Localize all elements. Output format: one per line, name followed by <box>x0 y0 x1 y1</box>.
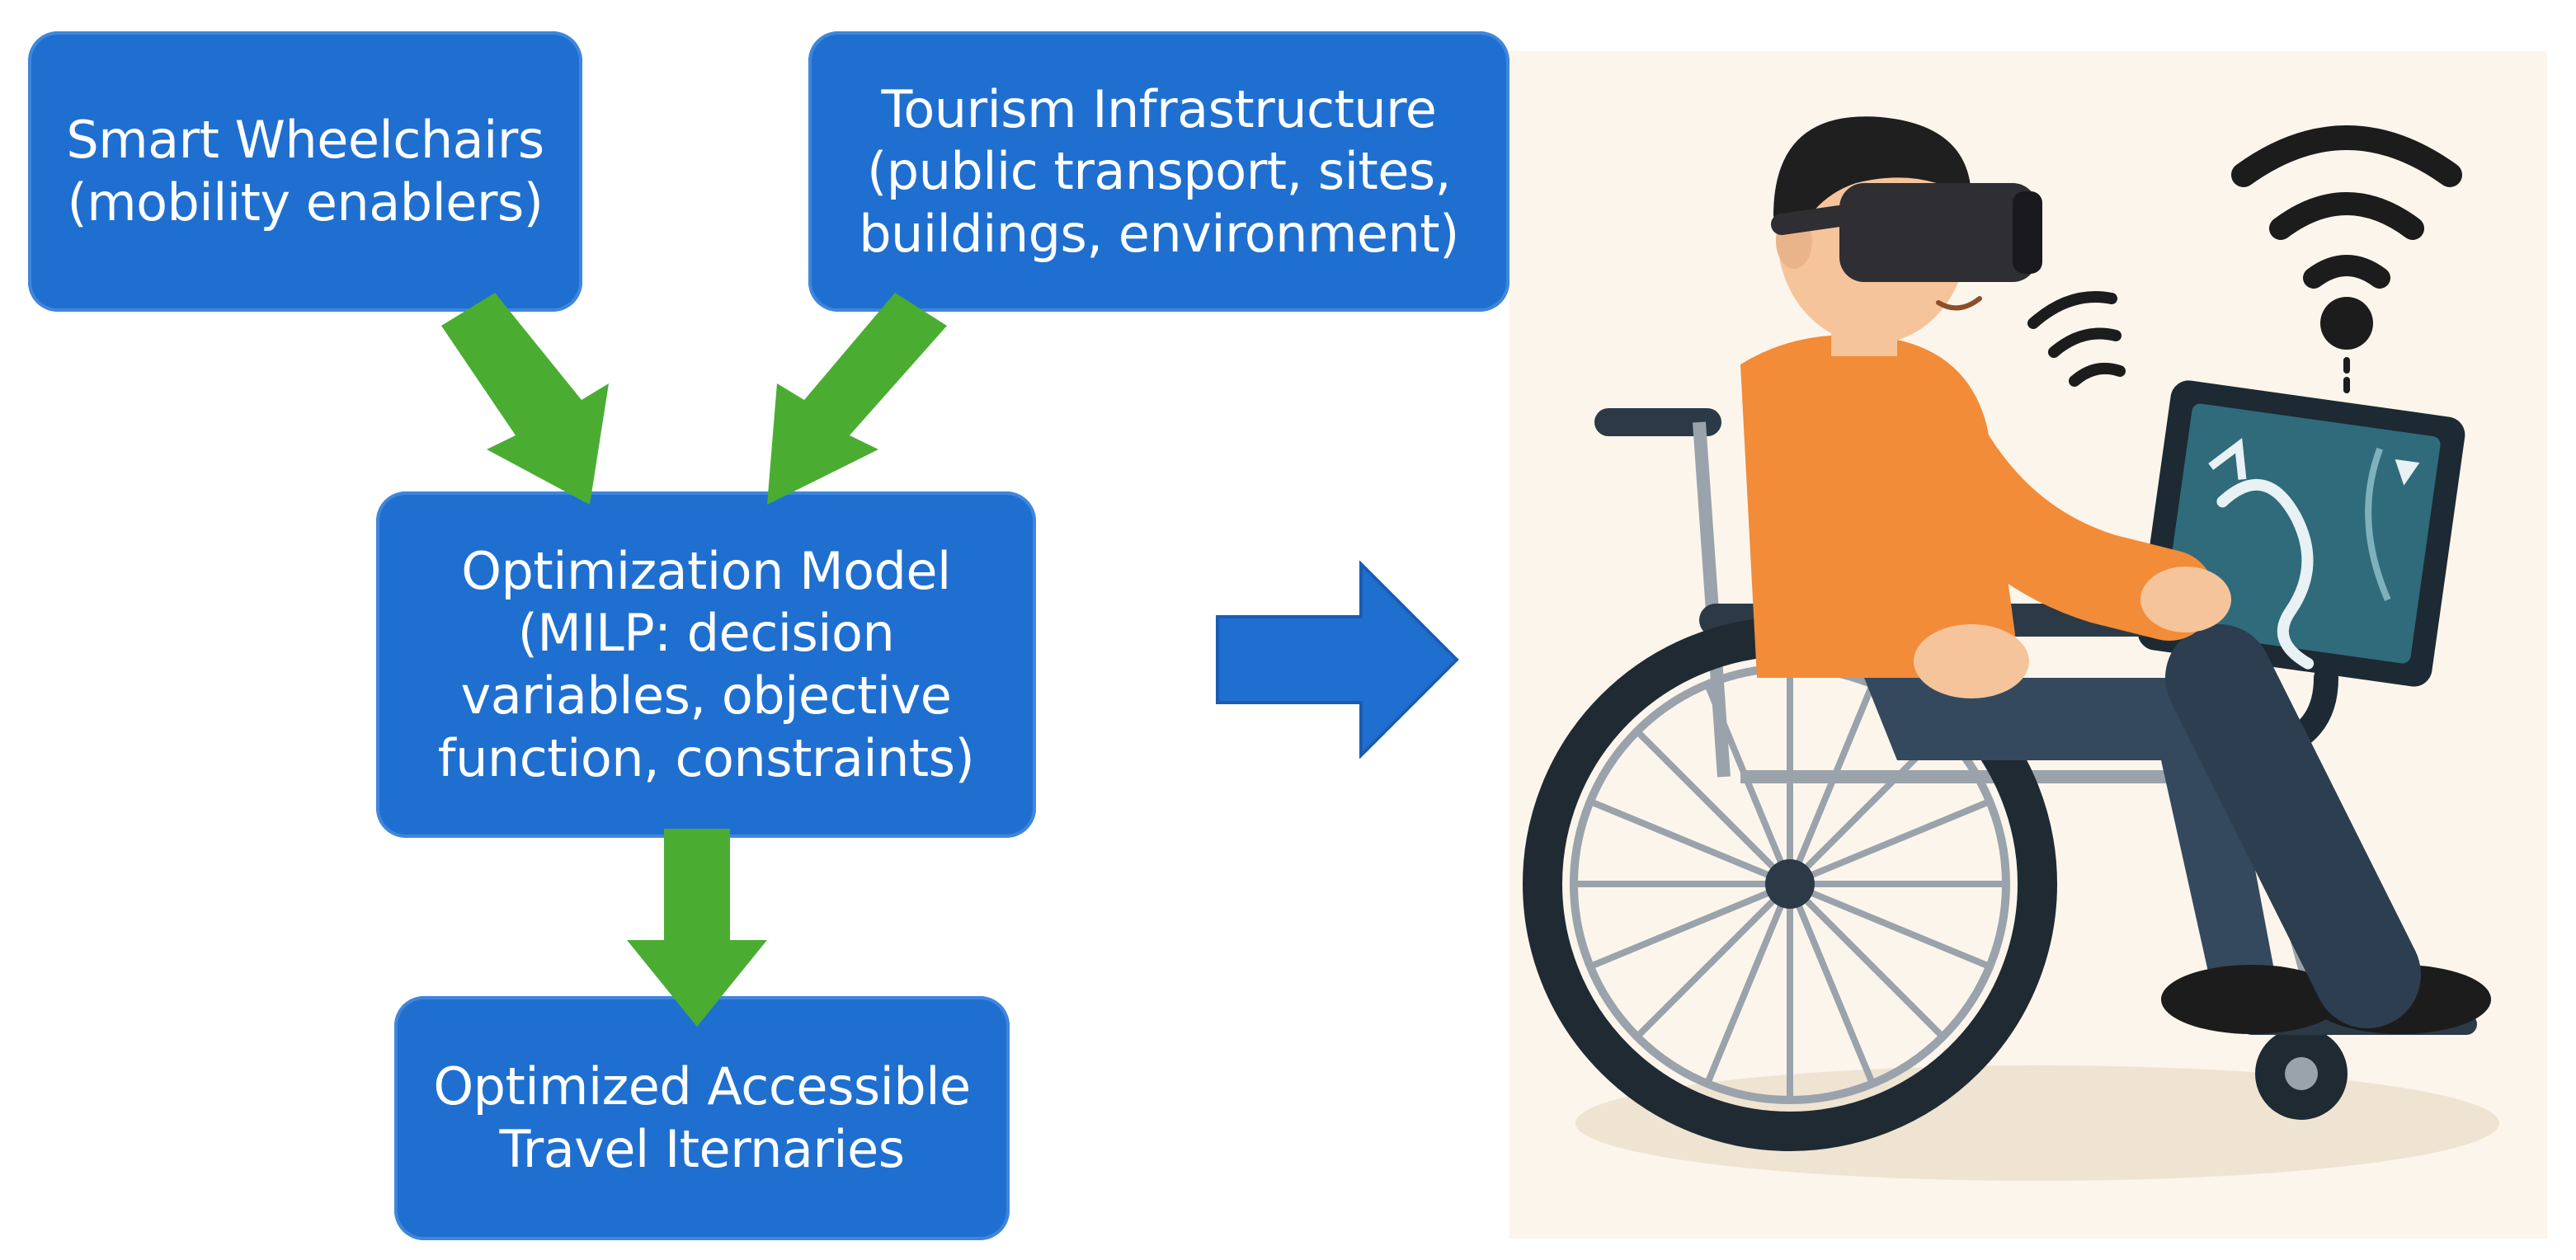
tourism-infrastructure-label: Tourism Infrastructure (public transport… <box>859 78 1459 264</box>
optimization-model-box: Optimization Model (MILP: decision varia… <box>376 491 1036 838</box>
flow-arrows <box>441 293 947 1027</box>
arrow-wheelchairs-to-model <box>441 293 609 505</box>
wheelchair-user-icon <box>1523 116 2499 1181</box>
vr-headset-icon <box>1771 183 2042 282</box>
tourism-infrastructure-box: Tourism Infrastructure (public transport… <box>808 31 1509 312</box>
smart-wheelchairs-box: Smart Wheelchairs (mobility enablers) <box>28 31 582 312</box>
wheelchair-vr-illustration <box>1509 51 2547 1239</box>
optimization-model-label: Optimization Model (MILP: decision varia… <box>437 540 975 788</box>
big-right-arrow-icon <box>1216 561 1459 759</box>
arrow-model-to-itineraries <box>627 829 767 1027</box>
optimized-itineraries-label: Optimized Accessible Travel Iternaries <box>433 1056 971 1179</box>
signal-waves-icon <box>2027 291 2126 387</box>
smart-wheelchairs-label: Smart Wheelchairs (mobility enablers) <box>66 110 544 233</box>
optimized-itineraries-box: Optimized Accessible Travel Iternaries <box>394 996 1010 1240</box>
arrow-tourism-to-model <box>767 293 947 505</box>
wifi-icon <box>2231 125 2462 401</box>
person-figure <box>1740 116 2491 1034</box>
